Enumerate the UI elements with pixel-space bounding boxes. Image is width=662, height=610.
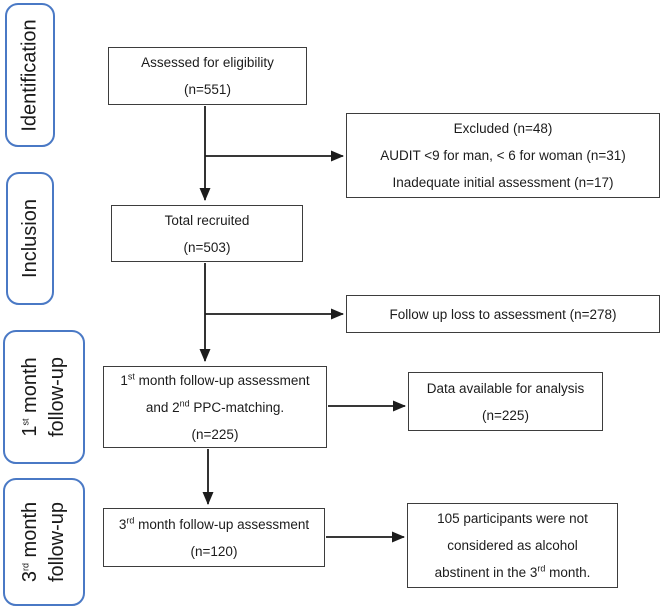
flow-box-not-abstinent: 105 participants were not considered as … [407,503,618,588]
stage-label-third-month-follow-up: 3rd month follow-up [3,478,85,606]
text-line: (n=503) [183,239,231,255]
text-line: (n=225) [482,407,529,423]
text-line: (n=120) [190,543,238,559]
flow-box-third-month-assessment: 3rd month follow-up assessment (n=120) [103,508,325,567]
text-line: follow-up [46,501,69,583]
text-line: Identification [18,18,41,132]
text-line: 105 participants were not [437,511,588,526]
text-line: Inclusion [18,199,41,278]
text-line: Data available for analysis [426,380,585,396]
text-line: and 2nd PPC-matching. [145,398,285,415]
text-line: (n=551) [184,82,231,97]
text-line: follow-up [46,356,69,438]
text-line: abstinent in the 3rd month. [434,563,591,580]
text-line: Inadequate initial assessment (n=17) [392,175,614,190]
stage-label-text: 3rd month follow-up [17,502,71,582]
text-line: 1st month follow-up assessment [120,371,310,388]
stage-label-text: Identification [17,19,44,131]
stage-label-text: 1st month follow-up [17,357,71,437]
stage-label-first-month-follow-up: 1st month follow-up [3,330,85,464]
text-line: 3rd month [19,501,42,583]
flow-box-data-available: Data available for analysis (n=225) [408,372,603,431]
flow-box-first-month-assessment: 1st month follow-up assessment and 2nd P… [103,366,327,448]
flow-box-follow-up-loss: Follow up loss to assessment (n=278) [346,295,660,333]
text-line: considered as alcohol [447,538,578,553]
stage-label-inclusion: Inclusion [6,172,54,305]
text-line: Excluded (n=48) [453,121,553,136]
text-line: Assessed for eligibility [141,55,274,70]
stage-label-identification: Identification [5,3,55,147]
text-line: Total recruited [164,212,250,228]
text-line: (n=225) [191,426,239,442]
stage-label-text: Inclusion [17,199,44,278]
flow-box-excluded: Excluded (n=48) AUDIT <9 for man, < 6 fo… [346,113,660,198]
text-line: AUDIT <9 for man, < 6 for woman (n=31) [380,148,626,163]
text-line: 3rd month follow-up assessment [118,515,310,532]
flow-box-total-recruited: Total recruited (n=503) [111,205,303,262]
text-line: Follow up loss to assessment (n=278) [389,306,617,322]
text-line: 1st month [19,357,42,437]
flow-box-assessed-for-eligibility: Assessed for eligibility (n=551) [108,47,307,105]
